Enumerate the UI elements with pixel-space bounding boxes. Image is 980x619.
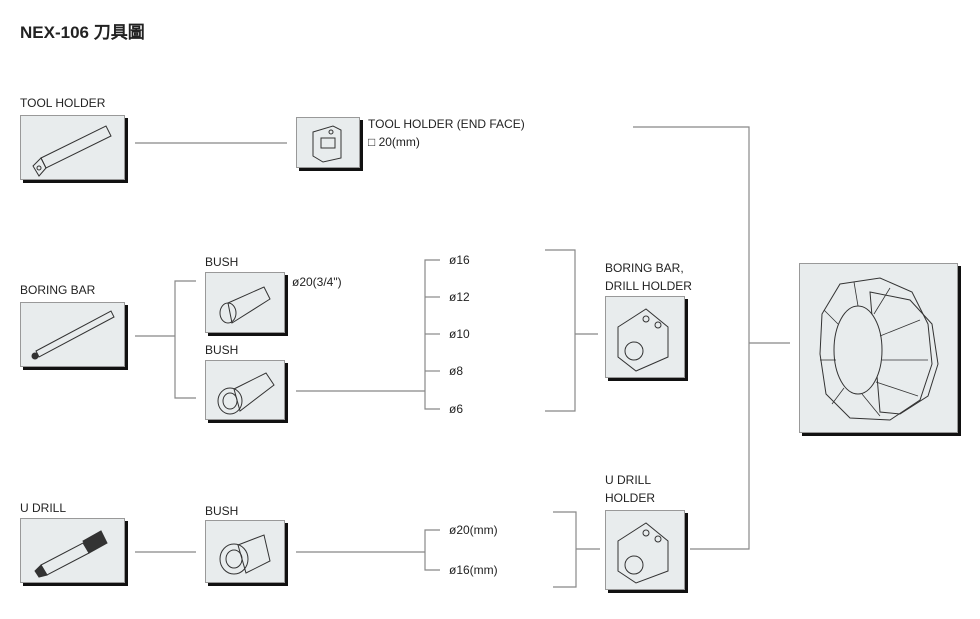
tool-holder-image xyxy=(20,115,125,180)
bore-size: ø6 xyxy=(449,402,464,416)
bore-size: ø16 xyxy=(449,253,470,267)
bush1-size: ø20(3/4") xyxy=(292,275,342,289)
bush2-label: BUSH xyxy=(205,343,239,357)
udrill-holder-label-2: HOLDER xyxy=(605,491,656,505)
u-drill-icon xyxy=(34,530,108,578)
tool-holder-icon xyxy=(32,125,112,177)
drill-holder-icon xyxy=(617,522,669,584)
end-face-holder-icon xyxy=(312,125,342,163)
bush-flanged-icon xyxy=(217,372,275,415)
bush-icon xyxy=(219,286,271,324)
boring-bar-icon xyxy=(31,310,115,360)
udrill-size: ø16(mm) xyxy=(449,563,498,577)
boring-bar-image xyxy=(20,302,125,367)
boring-holder-image xyxy=(605,296,685,378)
boring-holder-label-2: DRILL HOLDER xyxy=(605,279,692,293)
drill-holder-icon xyxy=(617,308,669,372)
page-title: NEX-106 刀具圖 xyxy=(20,23,145,42)
bush1-label: BUSH xyxy=(205,255,239,269)
boring-holder-label-1: BORING BAR, xyxy=(605,261,684,275)
bore-size: ø10 xyxy=(449,327,470,341)
turret-icon xyxy=(819,277,939,421)
bore-size: ø8 xyxy=(449,364,464,378)
udrill-holder-image xyxy=(605,510,685,590)
bush-udrill-icon xyxy=(219,534,271,575)
bore-size: ø12 xyxy=(449,290,470,304)
end-face-holder-image xyxy=(296,117,360,168)
udrill-size: ø20(mm) xyxy=(449,523,498,537)
end-face-size: □ 20(mm) xyxy=(368,135,420,149)
u-drill-label: U DRILL xyxy=(20,501,67,515)
end-face-label: TOOL HOLDER (END FACE) xyxy=(368,117,525,131)
bush2-image xyxy=(205,360,285,420)
bush1-image xyxy=(205,272,285,333)
u-drill-image xyxy=(20,518,125,583)
bush3-image xyxy=(205,520,285,583)
tool-holder-label: TOOL HOLDER xyxy=(20,96,106,110)
udrill-holder-label-1: U DRILL xyxy=(605,473,652,487)
turret-image xyxy=(799,263,958,433)
bush3-label: BUSH xyxy=(205,504,239,518)
boring-bar-label: BORING BAR xyxy=(20,283,96,297)
